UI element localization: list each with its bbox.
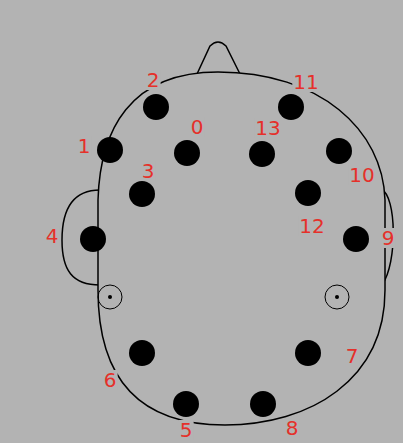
head-outline — [98, 72, 385, 425]
callout-number: 4 — [45, 226, 60, 246]
callout-number: 9 — [381, 228, 396, 248]
nose — [197, 42, 240, 74]
callout-number: 7 — [345, 346, 360, 366]
reference-markers — [98, 285, 349, 309]
callout-number: 6 — [103, 370, 118, 390]
electrodes — [80, 94, 369, 417]
callout-number: 0 — [190, 117, 205, 137]
callout-number: 12 — [298, 216, 325, 236]
callout-number: 1 — [77, 136, 92, 156]
callout-number: 11 — [292, 72, 319, 92]
callout-number: 10 — [348, 165, 375, 185]
callout-number: 8 — [285, 418, 300, 438]
callout-number: 13 — [254, 118, 281, 138]
callout-number: 3 — [141, 161, 156, 181]
callout-number: 2 — [146, 70, 161, 90]
callout-number: 5 — [179, 420, 194, 440]
